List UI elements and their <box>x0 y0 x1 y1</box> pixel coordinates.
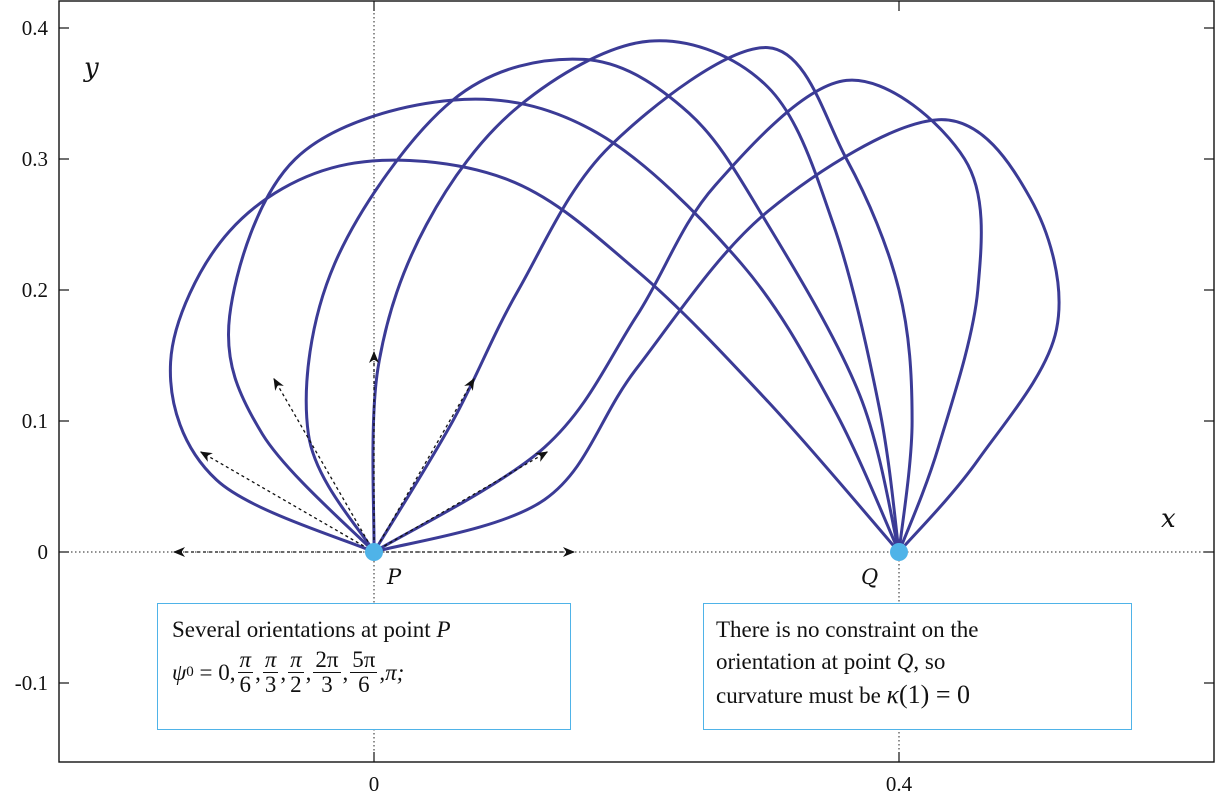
fraction-den: 6 <box>239 671 252 697</box>
x-axis-label: x <box>1161 504 1176 534</box>
point-q <box>890 543 908 561</box>
curve-0deg <box>373 118 1061 554</box>
curvature-condition: (1) = 0 <box>899 680 970 710</box>
curve-120deg <box>304 57 901 553</box>
y-tick-label: -0.1 <box>15 671 48 695</box>
psi-subscript: 0 <box>186 664 194 681</box>
formula-equals: = 0, <box>193 659 236 685</box>
fraction-num: 5π <box>350 646 378 673</box>
annotation-right-line3: curvature must be κ(1) = 0 <box>716 677 1119 713</box>
annotation-right-text3: curvature must be <box>716 683 887 709</box>
annotation-right-var: Q <box>896 648 914 674</box>
fraction-den: 6 <box>358 671 370 697</box>
fraction-den: 3 <box>264 671 277 697</box>
x-tick-label: 0 <box>369 772 380 794</box>
annotation-right-text2: , so <box>913 648 946 674</box>
fraction-num: π <box>288 646 304 673</box>
y-tick-label: 0.4 <box>22 16 49 40</box>
ticks: 0.4 0.3 0.2 0.1 0 -0.1 0 0.4 <box>15 1 1214 794</box>
annotation-right: There is no constraint on the orientatio… <box>703 603 1132 730</box>
point-p-label: P <box>386 565 402 589</box>
curve-90deg <box>371 39 901 553</box>
formula-tail: π; <box>385 659 405 685</box>
plot-frame <box>58 0 1215 763</box>
curve-180deg <box>168 158 901 554</box>
fraction-num: π <box>262 646 279 673</box>
fraction-num: 2π <box>313 646 341 673</box>
fraction-den: 3 <box>321 671 333 697</box>
annotation-left-var: P <box>436 617 451 642</box>
points <box>365 543 908 561</box>
y-tick-label: 0.1 <box>22 409 48 433</box>
annotation-left-line1: Several orientations at point P <box>172 614 556 646</box>
annotation-right-line2: orientation at point Q, so <box>716 646 1119 678</box>
y-axis-label: y <box>83 53 99 83</box>
y-tick-label: 0 <box>38 540 49 564</box>
annotation-right-line1: There is no constraint on the <box>716 617 979 642</box>
fraction-den: 2 <box>290 671 302 697</box>
fraction-num: π <box>237 646 254 673</box>
point-p <box>365 543 383 561</box>
y-tick-label: 0.2 <box>22 278 48 302</box>
arrow-120deg <box>273 377 375 553</box>
curve-60deg <box>372 46 914 553</box>
curves <box>168 39 1061 554</box>
kappa-symbol: κ <box>886 680 900 710</box>
point-q-label: Q <box>861 565 878 589</box>
psi-symbol: ψ <box>172 659 187 685</box>
annotation-left-text: Several orientations at point <box>172 617 437 642</box>
curve-30deg <box>373 78 983 554</box>
y-tick-label: 0.3 <box>22 147 48 171</box>
x-tick-label: 0.4 <box>886 772 913 794</box>
annotation-right-text: orientation at point <box>716 648 897 674</box>
